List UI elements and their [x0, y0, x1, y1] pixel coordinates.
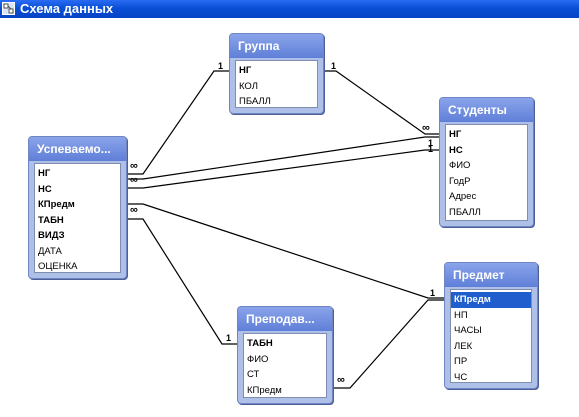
- label-predmet-one: 1: [430, 288, 436, 298]
- window-titlebar: Схема данных: [0, 0, 579, 18]
- table-prepodav[interactable]: Преподав... ТАБН ФИО СТ КПредм: [237, 306, 333, 404]
- window-title: Схема данных: [20, 1, 114, 16]
- field-predmet-pr[interactable]: ПР: [454, 356, 468, 367]
- field-studenty-adres[interactable]: Адрес: [449, 191, 477, 202]
- field-studenty-ng[interactable]: НГ: [449, 129, 462, 140]
- field-studenty-ns[interactable]: НС: [449, 144, 463, 156]
- table-gruppa-title[interactable]: Группа: [230, 34, 323, 58]
- field-uspevaemo-vidz[interactable]: ВИДЗ: [38, 230, 65, 241]
- table-gruppa[interactable]: Группа НГ КОЛ ПБАЛЛ: [229, 33, 324, 114]
- field-studenty-godr[interactable]: ГодР: [449, 175, 471, 187]
- label-uspevaemo-many-3: ∞: [130, 204, 138, 216]
- field-prepodav-fio[interactable]: ФИО: [247, 353, 269, 365]
- field-studenty-fio[interactable]: ФИО: [449, 160, 471, 171]
- field-gruppa-kol[interactable]: КОЛ: [239, 80, 258, 92]
- table-studenty-fields[interactable]: НГ НС ФИО ГодР Адрес ПБАЛЛ: [445, 124, 528, 221]
- field-predmet-kpredm[interactable]: КПредм: [451, 292, 531, 308]
- field-predmet-np[interactable]: НП: [454, 309, 468, 321]
- table-predmet[interactable]: Предмет КПредм НП ЧАСЫ ЛЕК ПР ЧС: [444, 262, 538, 389]
- relationships-icon: [2, 2, 15, 15]
- label-prepodav-one: 1: [226, 333, 232, 343]
- table-prepodav-title[interactable]: Преподав...: [238, 307, 332, 331]
- table-predmet-title[interactable]: Предмет: [445, 263, 537, 287]
- label-uspevaemo-many-2: ∞: [130, 174, 138, 186]
- field-gruppa-ng[interactable]: НГ: [239, 65, 252, 76]
- field-gruppa-pball[interactable]: ПБАЛЛ: [239, 96, 271, 107]
- field-uspevaemo-ns[interactable]: НС: [38, 183, 52, 195]
- table-uspevaemo-title[interactable]: Успеваемо...: [29, 137, 126, 161]
- field-uspevaemo-kpredm[interactable]: КПредм: [38, 199, 75, 210]
- field-uspevaemo-data[interactable]: ДАТА: [38, 245, 62, 257]
- label-studenty-many: ∞: [422, 122, 430, 134]
- table-predmet-fields[interactable]: КПредм НП ЧАСЫ ЛЕК ПР ЧС: [450, 289, 532, 383]
- field-prepodav-kpredm[interactable]: КПредм: [247, 384, 282, 396]
- field-uspevaemo-ocenka[interactable]: ОЦЕНКА: [38, 261, 78, 272]
- table-prepodav-fields[interactable]: ТАБН ФИО СТ КПредм: [243, 333, 327, 398]
- label-prepodav-many: ∞: [337, 374, 345, 386]
- field-studenty-pball[interactable]: ПБАЛЛ: [449, 206, 481, 218]
- field-predmet-chasy[interactable]: ЧАСЫ: [454, 325, 482, 336]
- table-studenty-title[interactable]: Студенты: [440, 98, 533, 122]
- field-prepodav-st[interactable]: СТ: [247, 369, 260, 380]
- label-studenty-one-a: 1: [428, 138, 434, 148]
- table-uspevaemo[interactable]: Успеваемо... НГ НС КПредм ТАБН ВИДЗ ДАТА…: [28, 136, 127, 279]
- field-prepodav-tabn[interactable]: ТАБН: [247, 338, 273, 349]
- label-gruppa-one: 1: [218, 61, 224, 71]
- label-studenty-one-b: 1: [428, 144, 434, 154]
- field-uspevaemo-tabn[interactable]: ТАБН: [38, 214, 64, 226]
- field-predmet-lek[interactable]: ЛЕК: [454, 340, 473, 352]
- field-uspevaemo-ng[interactable]: НГ: [38, 168, 51, 179]
- table-studenty[interactable]: Студенты НГ НС ФИО ГодР Адрес ПБАЛЛ: [439, 97, 534, 227]
- field-predmet-chs[interactable]: ЧС: [454, 371, 468, 383]
- table-gruppa-fields[interactable]: НГ КОЛ ПБАЛЛ: [235, 60, 318, 108]
- label-gruppa-studenty-one: 1: [331, 61, 337, 71]
- table-uspevaemo-fields[interactable]: НГ НС КПредм ТАБН ВИДЗ ДАТА ОЦЕНКА: [34, 163, 121, 273]
- label-uspevaemo-many-1: ∞: [130, 160, 138, 172]
